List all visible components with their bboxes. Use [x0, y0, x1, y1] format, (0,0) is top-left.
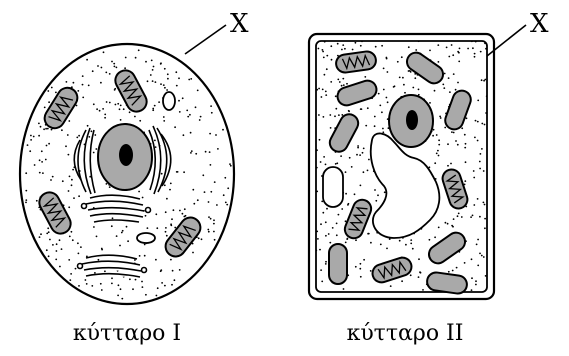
cell-two-chloroplast: [329, 244, 347, 284]
cell-one: X: [20, 9, 249, 304]
cell-one-vesicle: [137, 233, 155, 243]
cell-one-vesicle: [163, 92, 175, 110]
cell-two-small-vacuole: [323, 167, 343, 207]
caption-cell-one: κύτταρο Ι: [73, 321, 181, 346]
cell-one-nucleolus: [119, 144, 133, 166]
cell-two-nucleus: [389, 95, 433, 147]
caption-cell-two: κύτταρο ΙΙ: [347, 321, 464, 346]
cell-one-nucleus: [98, 124, 152, 190]
cell-two: X: [309, 9, 549, 299]
cell-two-nucleolus: [406, 110, 418, 130]
pointer-label-left: X: [230, 9, 249, 39]
pointer-line-left: [185, 25, 226, 54]
pointer-label-right: X: [530, 9, 549, 39]
